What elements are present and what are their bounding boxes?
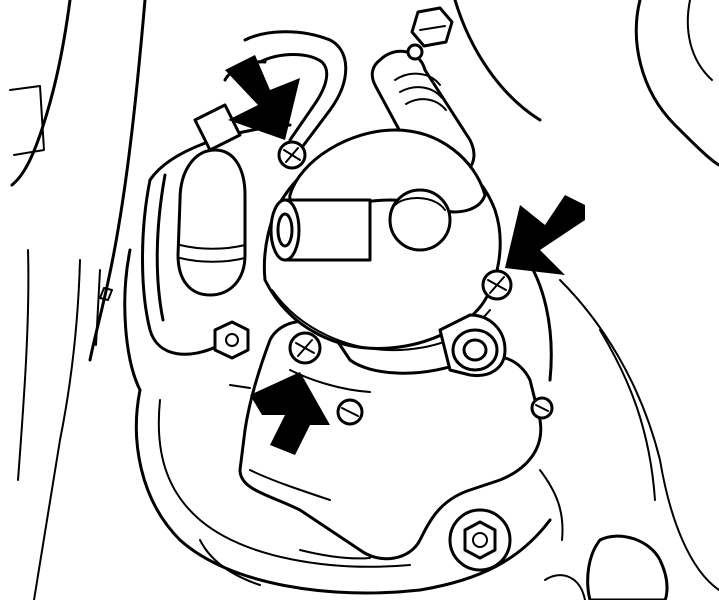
left-body-panel bbox=[9, 0, 147, 600]
arrow-top-left bbox=[225, 55, 300, 140]
arrow-bottom bbox=[250, 372, 330, 455]
pump-body bbox=[262, 128, 507, 378]
right-body-panel bbox=[453, 0, 719, 600]
bolt-upper-left bbox=[277, 140, 307, 170]
bolt-right bbox=[481, 269, 513, 301]
detail-strokes bbox=[199, 384, 564, 586]
bolt-lower-mid bbox=[336, 398, 364, 426]
left-hose bbox=[141, 103, 247, 356]
bolt-bottom-large bbox=[448, 508, 512, 572]
arrow-right bbox=[505, 195, 585, 275]
bracket-plate bbox=[238, 319, 543, 561]
bolt-lower-left bbox=[288, 331, 322, 365]
bolt-top bbox=[406, 6, 454, 61]
bolt-right-edge bbox=[530, 396, 554, 420]
bolt-left-hex bbox=[213, 320, 250, 360]
